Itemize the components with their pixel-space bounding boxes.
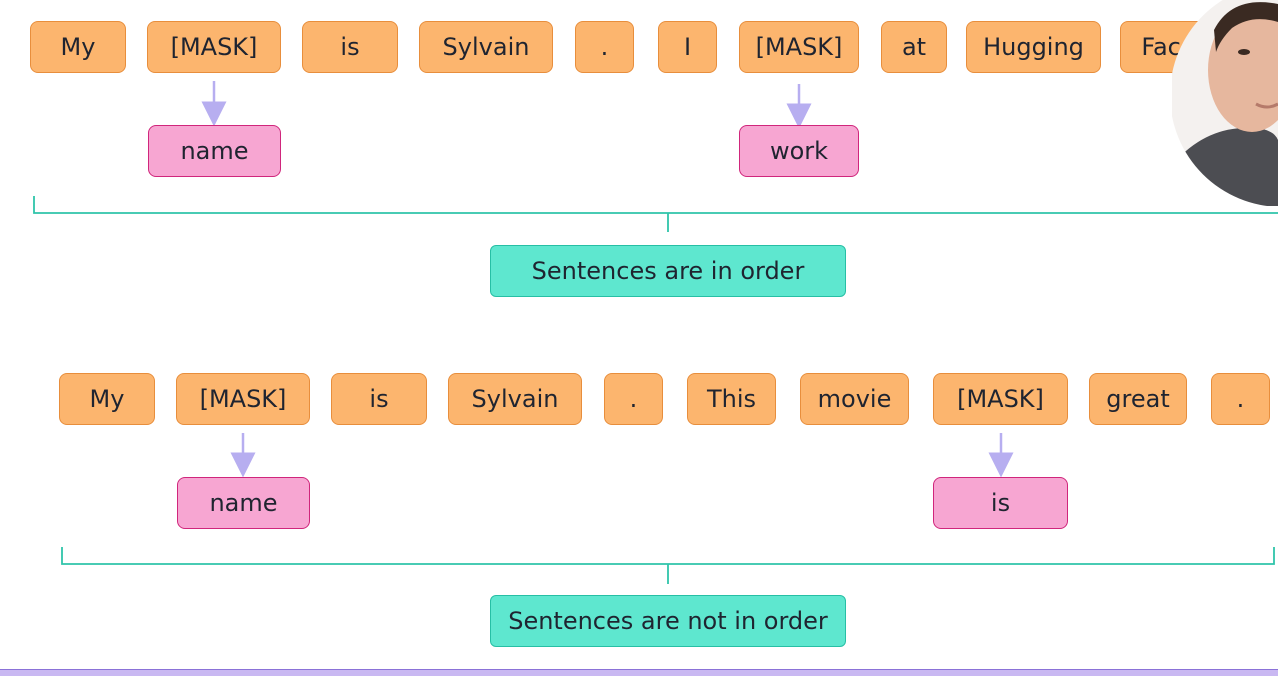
- token-period: .: [604, 373, 663, 425]
- token-mask: [MASK]: [147, 21, 281, 73]
- token: I: [658, 21, 717, 73]
- token: Hugging: [966, 21, 1101, 73]
- token: at: [881, 21, 947, 73]
- token-mask: [MASK]: [933, 373, 1068, 425]
- label-not-in-order: Sentences are not in order: [490, 595, 846, 647]
- token: great: [1089, 373, 1187, 425]
- token: is: [331, 373, 427, 425]
- token: My: [30, 21, 126, 73]
- bottom-divider: [0, 669, 1278, 676]
- presenter-video-icon: [1172, 0, 1278, 206]
- label-in-order: Sentences are in order: [490, 245, 846, 297]
- token: My: [59, 373, 155, 425]
- token: Sylvain: [419, 21, 553, 73]
- token: This: [687, 373, 776, 425]
- prediction-is: is: [933, 477, 1068, 529]
- bracket-ex1: [33, 196, 1278, 232]
- prediction-name: name: [177, 477, 310, 529]
- prediction-work: work: [739, 125, 859, 177]
- token-mask: [MASK]: [176, 373, 310, 425]
- token-mask: [MASK]: [739, 21, 859, 73]
- token: movie: [800, 373, 909, 425]
- token: is: [302, 21, 398, 73]
- token-period: .: [1211, 373, 1270, 425]
- bracket-ex2: [61, 547, 1275, 584]
- token: Sylvain: [448, 373, 582, 425]
- token-period: .: [575, 21, 634, 73]
- prediction-name: name: [148, 125, 281, 177]
